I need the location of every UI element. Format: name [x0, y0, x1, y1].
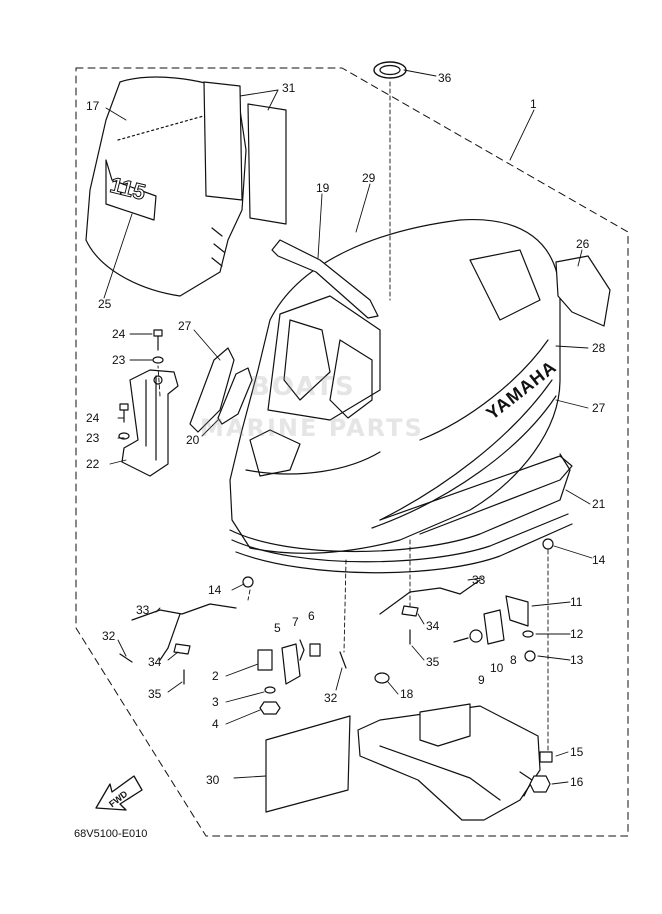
- part-label-19: 19: [316, 181, 330, 195]
- clip-2-part: [257, 649, 273, 671]
- part-label-11: 11: [570, 595, 583, 609]
- part-label-35-left: 35: [148, 687, 162, 701]
- grommet-ring-part: [373, 61, 407, 79]
- hose-33-right: [379, 579, 481, 615]
- part-label-17: 17: [86, 99, 100, 113]
- watermark-line1: BOATS: [250, 372, 356, 402]
- part-label-26: 26: [576, 237, 590, 251]
- bracket-5-part: [281, 643, 301, 685]
- part-label-23-lower: 23: [86, 431, 100, 445]
- washer-12-part: [522, 630, 534, 638]
- part-label-9: 9: [478, 673, 485, 687]
- part-label-1: 1: [530, 97, 537, 111]
- lower-cowling-part: [357, 703, 541, 821]
- part-label-6: 6: [308, 609, 315, 623]
- bracket-part: [121, 369, 179, 477]
- part-label-34-left: 34: [148, 655, 162, 669]
- bracket-8-part: [483, 609, 505, 645]
- part-label-29: 29: [362, 171, 376, 185]
- fitting-6-part: [309, 643, 321, 657]
- part-label-18: 18: [400, 687, 414, 701]
- part-label-34-right: 34: [426, 619, 440, 633]
- mount-rubber-part: [379, 455, 573, 535]
- nipple-32-mid: [339, 651, 347, 669]
- part-label-2: 2: [212, 669, 219, 683]
- part-label-5: 5: [274, 621, 281, 635]
- hose-33-left: [131, 603, 237, 661]
- part-label-23-upper: 23: [112, 353, 126, 367]
- washer-23-upper: [152, 356, 164, 364]
- part-label-32-mid: 32: [324, 691, 338, 705]
- plate-part: [265, 715, 351, 813]
- part-label-32-left: 32: [102, 629, 116, 643]
- part-label-24-lower: 24: [86, 411, 100, 425]
- part-label-30: 30: [206, 773, 220, 787]
- diagram-code: 68V5100-E010: [74, 828, 148, 840]
- grommet-14-upper: [242, 576, 254, 588]
- part-label-12: 12: [570, 627, 584, 641]
- spring-7-part: [299, 639, 305, 661]
- side-cover-part: [555, 255, 611, 327]
- part-label-10: 10: [490, 661, 504, 675]
- washer-3-part: [264, 686, 276, 694]
- nut-16-part: [529, 775, 551, 793]
- nipple-32-left: [119, 653, 133, 663]
- part-label-36: 36: [438, 71, 452, 85]
- part-label-31: 31: [282, 81, 296, 95]
- washer-10-part: [469, 629, 483, 643]
- part-label-7: 7: [292, 615, 299, 629]
- label-leaders: [103, 69, 593, 785]
- part-label-28: 28: [592, 341, 606, 355]
- part-label-33-left: 33: [136, 603, 150, 617]
- nut-13-part: [524, 650, 536, 662]
- washer-23-lower: [118, 432, 130, 440]
- part-label-22: 22: [86, 457, 100, 471]
- left-seal-strip-part: [189, 347, 235, 433]
- part-label-15: 15: [570, 745, 584, 759]
- nut-4-part: [259, 701, 281, 715]
- cowling-body-part: [229, 218, 573, 574]
- part-label-33-right: 33: [472, 573, 486, 587]
- part-label-14-upper: 14: [208, 583, 222, 597]
- seal-strips-part: [203, 81, 287, 225]
- part-label-14-right: 14: [592, 553, 606, 567]
- part-label-24-upper: 24: [112, 327, 126, 341]
- grommet-14-lower: [542, 538, 554, 550]
- bolt-9-part: [453, 637, 469, 643]
- reference-lines: [157, 81, 549, 751]
- bolt-24-lower: [119, 403, 129, 423]
- part-label-27-right: 27: [592, 401, 606, 415]
- left-inner-strip-part: [217, 367, 253, 425]
- part-label-27-left: 27: [178, 319, 192, 333]
- part-label-25: 25: [98, 297, 112, 311]
- part-label-8: 8: [510, 653, 517, 667]
- assembly-boundary: [75, 67, 629, 837]
- rubber-strip-part: [271, 239, 379, 319]
- clamp-34-right: [401, 605, 419, 617]
- part-label-13: 13: [570, 653, 584, 667]
- watermark-line2: MARINE PARTS: [200, 414, 424, 442]
- part-label-4: 4: [212, 717, 219, 731]
- grommet-15-part: [539, 751, 553, 763]
- bolt-24-upper: [153, 329, 163, 351]
- fwd-arrow-icon: [95, 775, 143, 811]
- part-label-3: 3: [212, 695, 219, 709]
- part-label-21: 21: [592, 497, 606, 511]
- grommet-18-part: [374, 672, 390, 684]
- part-label-35-right: 35: [426, 655, 440, 669]
- bracket-11-part: [505, 595, 529, 627]
- clamp-34-left: [173, 643, 191, 655]
- part-label-16: 16: [570, 775, 584, 789]
- part-label-20: 20: [186, 433, 200, 447]
